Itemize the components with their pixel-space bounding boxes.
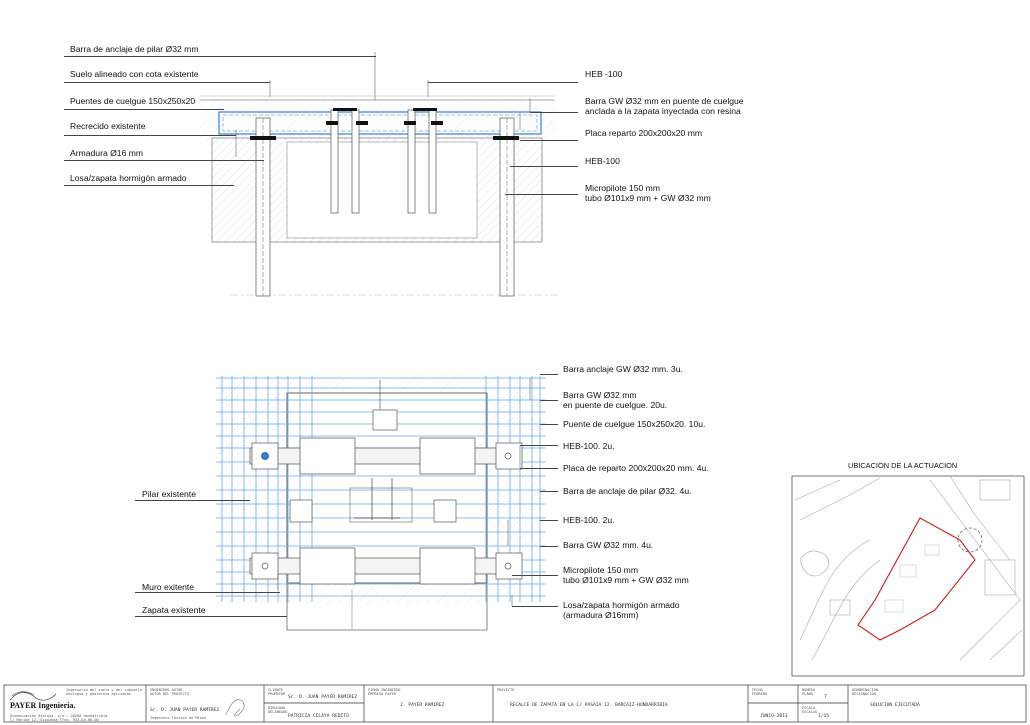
- leader-line: [512, 606, 558, 607]
- section-label-existing-screed: Recrecido existente: [70, 121, 146, 131]
- leader-line: [520, 468, 558, 469]
- leader-line: [540, 491, 558, 492]
- plan-label-heb-bottom: HEB-100. 2u.: [563, 515, 615, 525]
- project-caption: PROYECTO: [497, 688, 515, 692]
- company-name: PAYER Ingeniería.: [10, 701, 76, 710]
- engineer-signature: [225, 699, 245, 717]
- section-label-anchor-bar: Barra de anclaje de pilar Ø32 mm: [70, 44, 199, 54]
- section-label-hanging-bridges: Puentes de cuelgue 150x250x20: [70, 96, 196, 106]
- leader-line: [520, 445, 558, 446]
- section-label-reinforcement: Armadura Ø16 mm: [70, 148, 144, 158]
- engineer-name: Sr. D. JUAN PAYER RAMIREZ: [150, 708, 220, 713]
- title-block-frame: [3, 684, 1027, 723]
- plan-label-slab: Losa/zapata hormigón armado(armadura Ø16…: [563, 600, 680, 620]
- leader-line: [510, 166, 578, 167]
- leader-line: [540, 546, 558, 547]
- location-title: UBICACION DE LA ACTUACION: [848, 461, 958, 470]
- leader-line: [64, 109, 224, 110]
- distribution-plates: [250, 108, 519, 140]
- leader-line: [135, 500, 250, 501]
- leader-line: [540, 374, 558, 375]
- leader-line: [520, 140, 578, 141]
- plan-label-gw-bar: Barra GW Ø32 mm. 4u.: [563, 540, 654, 550]
- company-address: Urbanización Atalaya, s/n - 20280 Hondar…: [10, 714, 108, 722]
- plan-label-heb-top: HEB-100. 2u.: [563, 441, 615, 451]
- plan-label-anchor-bar: Barra anclaje GW Ø32 mm. 3u.: [563, 364, 683, 374]
- plan-label-hanging-bridge: Puente de cuelgue 150x250x20. 10u.: [563, 419, 706, 429]
- project-title: RECALCE DE ZAPATA EN LA C/ PASAIA 12. BA…: [510, 703, 668, 708]
- location-map: [791, 475, 1025, 677]
- section-label-slab: Losa/zapata hormigón armado: [70, 173, 187, 183]
- plan-label-plate: Placa de reparto 200x200x20 mm. 4u.: [563, 463, 709, 473]
- leader-line: [540, 424, 558, 425]
- plan-title: SOLUCION EJECUTADA: [870, 703, 920, 708]
- leader-line: [428, 82, 578, 83]
- leader-line: [64, 135, 236, 136]
- plan-label-pillar: Pilar existente: [142, 489, 196, 499]
- plan-label-wall: Muro exitente: [142, 582, 195, 592]
- leader-line: [64, 56, 376, 57]
- section-label-floor: Suelo alineado con cota existente: [70, 69, 199, 79]
- section-label-heb-bottom: HEB-100: [585, 156, 620, 166]
- client-name: Sr. D. JUAN PAYER RAMIREZ: [288, 695, 358, 700]
- section-label-heb-top: HEB -100: [585, 69, 623, 79]
- section-label-plate: Placa reparto 200x200x20 mm: [585, 128, 703, 138]
- plan-label-pillar-anchor: Barra de anclaje de pilar Ø32. 4u.: [563, 486, 692, 496]
- engineer-subtitle: Ingeniero Técnico de Minas: [150, 716, 207, 720]
- leader-line: [64, 185, 234, 186]
- date-value: JUNIO-2013: [760, 714, 788, 719]
- signature-name: J. PAYER RAMIREZ: [400, 703, 445, 708]
- leader-line: [530, 112, 578, 113]
- heb-beam: [218, 111, 542, 135]
- scale-value: 1/15: [818, 714, 830, 719]
- leader-line: [540, 400, 558, 401]
- leader-line: [540, 520, 558, 521]
- leader-line: [64, 82, 270, 83]
- leader-line: [512, 575, 558, 576]
- plan-elements: [249, 409, 523, 585]
- plan-leader-lines: [277, 378, 531, 606]
- hanging-bars: [330, 109, 437, 214]
- plan-label-footing: Zapata existente: [142, 605, 206, 615]
- leader-line: [135, 592, 280, 593]
- number-value: 7: [824, 695, 827, 700]
- leader-line: [135, 616, 287, 617]
- drawn-name: PATRICIA CELAYA REDITO: [288, 714, 349, 719]
- leader-line: [64, 160, 264, 161]
- micropiles: [255, 117, 515, 297]
- payer-logo-mark: [9, 691, 57, 701]
- leader-line: [505, 194, 578, 195]
